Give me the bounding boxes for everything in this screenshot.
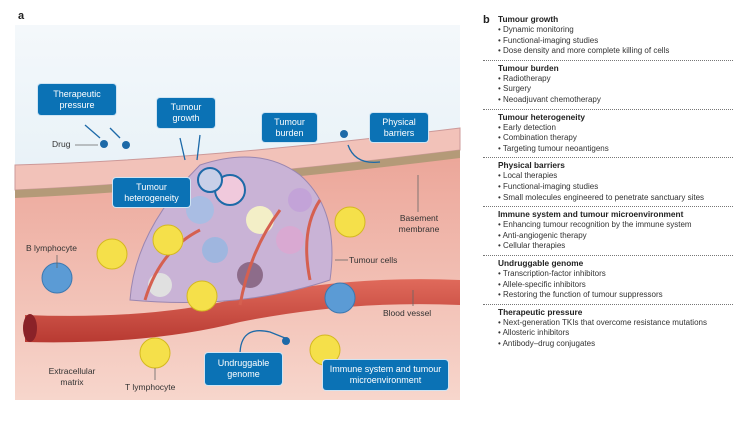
strategy-section: Immune system and tumour microenvironmen… <box>483 207 733 256</box>
strategy-section: Therapeutic pressureNext-generation TKIs… <box>483 305 733 353</box>
tumour-burden-box: Tumour burden <box>262 113 317 142</box>
panel-b-list: Tumour growthDynamic monitoringFunctiona… <box>483 12 733 352</box>
strategy-item: Next-generation TKIs that overcome resis… <box>498 318 733 329</box>
strategy-item: Antibody–drug conjugates <box>498 339 733 350</box>
strategy-item: Dose density and more complete killing o… <box>498 46 733 57</box>
drug-label: Drug <box>52 139 71 149</box>
section-title: Therapeutic pressure <box>498 306 583 317</box>
therapeutic-pressure-box: Therapeutic pressure <box>38 84 116 115</box>
tumour-growth-box: Tumour growth <box>157 98 215 128</box>
t-lymphocytes <box>96 206 366 369</box>
b-lymphocytes <box>41 262 356 314</box>
strategy-item: Functional-imaging studies <box>498 182 733 193</box>
strategy-list: Local therapiesFunctional-imaging studie… <box>498 171 733 203</box>
strategy-list: RadiotherapySurgeryNeoadjuvant chemother… <box>498 74 733 106</box>
physical-barriers-box: Physical barriers <box>370 113 428 142</box>
strategy-item: Targeting tumour neoantigens <box>498 144 733 155</box>
tumour-cells-label: Tumour cells <box>349 255 398 265</box>
blood-vessel-label: Blood vessel <box>383 308 432 318</box>
strategy-item: Restoring the function of tumour suppres… <box>498 290 733 301</box>
arrows <box>84 124 381 356</box>
strategy-list: Transcription-factor inhibitorsAllele-sp… <box>498 269 733 301</box>
strategy-section: Tumour growthDynamic monitoringFunctiona… <box>483 12 733 61</box>
immune-system-box: Immune system and tumour microenvironmen… <box>323 360 448 390</box>
section-title: Tumour growth <box>498 14 559 24</box>
strategy-item: Enhancing tumour recognition by the immu… <box>498 220 733 231</box>
strategy-section: Tumour heterogeneityEarly detectionCombi… <box>483 110 733 159</box>
strategy-item: Neoadjuvant chemotherapy <box>498 95 733 106</box>
strategy-list: Next-generation TKIs that overcome resis… <box>498 318 733 350</box>
strategy-item: Allosteric inhibitors <box>498 328 733 339</box>
strategy-list: Early detectionCombination therapyTarget… <box>498 123 733 155</box>
strategy-item: Allele-specific inhibitors <box>498 280 733 291</box>
strategy-item: Local therapies <box>498 171 733 182</box>
strategy-item: Cellular therapies <box>498 241 733 252</box>
section-title: Tumour heterogeneity <box>498 111 585 122</box>
panel-b-letter: b <box>483 14 490 26</box>
strategy-item: Transcription-factor inhibitors <box>498 269 733 280</box>
leader-lines <box>56 144 419 380</box>
strategy-item: Early detection <box>498 123 733 134</box>
panel-a-letter: a <box>18 10 25 22</box>
strategy-list: Enhancing tumour recognition by the immu… <box>498 220 733 252</box>
strategy-section: Tumour burdenRadiotherapySurgeryNeoadjuv… <box>483 61 733 110</box>
t-lymphocyte-label: T lymphocyte <box>125 382 176 392</box>
strategy-section: Undruggable genomeTranscription-factor i… <box>483 256 733 305</box>
section-title: Physical barriers <box>498 160 565 171</box>
tumour-vessels <box>143 199 322 306</box>
section-title: Tumour burden <box>498 62 559 73</box>
vessel-opening <box>23 314 37 342</box>
extracellular-matrix-label: Extracellular matrix <box>48 366 96 387</box>
basement-membrane-label: Basement membrane <box>398 213 440 234</box>
strategy-item: Small molecules engineered to penetrate … <box>498 193 733 204</box>
strategy-item: Radiotherapy <box>498 74 733 85</box>
strategy-list: Dynamic monitoringFunctional-imaging stu… <box>498 25 733 57</box>
strategy-item: Surgery <box>498 84 733 95</box>
drug-molecules <box>100 130 348 345</box>
strategy-item: Functional-imaging studies <box>498 36 733 47</box>
panel-a: a Therapeutic pressure Tumour growth Tum… <box>14 10 461 400</box>
strategy-section: Physical barriersLocal therapiesFunction… <box>483 158 733 208</box>
strategy-item: Anti-angiogenic therapy <box>498 231 733 242</box>
strategy-item: Dynamic monitoring <box>498 25 733 36</box>
section-title: Undruggable genome <box>498 257 584 268</box>
undruggable-genome-box: Undruggable genome <box>205 353 282 385</box>
section-title: Immune system and tumour microenvironmen… <box>498 209 684 220</box>
strategy-item: Combination therapy <box>498 133 733 144</box>
b-lymphocyte-label: B lymphocyte <box>26 243 78 253</box>
tumour-heterogeneity-box: Tumour heterogeneity <box>113 178 190 207</box>
